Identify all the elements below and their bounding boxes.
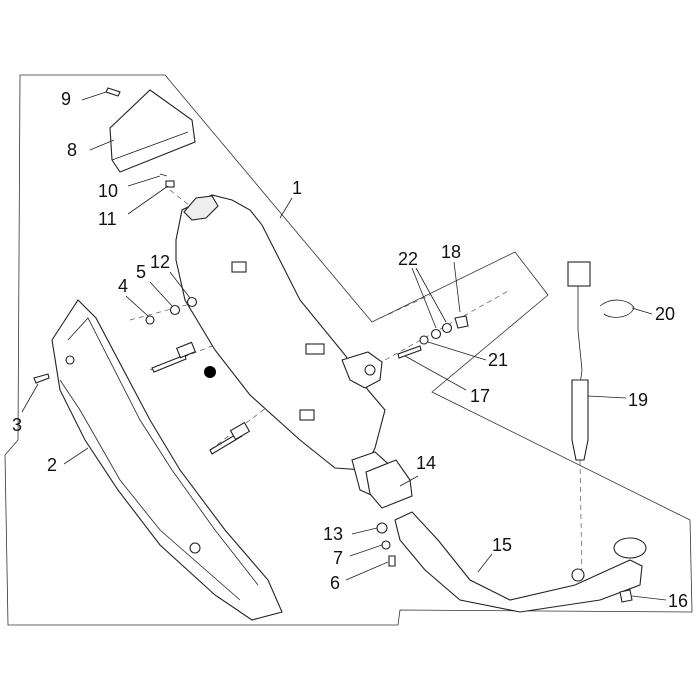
callout-5: 5 [136, 262, 147, 282]
leader-4 [125, 295, 149, 317]
silencer-tab-1 [231, 261, 247, 273]
callout-22: 22 [398, 249, 419, 269]
leader-17 [404, 355, 467, 391]
silencer-top-boss [183, 195, 219, 221]
leader-5 [149, 281, 173, 307]
leader-7 [349, 544, 383, 557]
silencer-bracket [341, 351, 383, 389]
spacer-lower [229, 421, 251, 441]
callout-3: 3 [12, 415, 23, 435]
heat-shield-part [51, 299, 283, 621]
axis-line-mid [371, 294, 431, 323]
leader-11 [127, 185, 169, 215]
end-cap-edge [111, 131, 189, 161]
pipe-sensor-port [571, 568, 585, 582]
pipe-flange [613, 537, 647, 559]
nut-16-part [619, 589, 633, 603]
callout-18: 18 [441, 242, 462, 262]
callout-2: 2 [47, 455, 58, 475]
leader-18 [453, 261, 461, 313]
callout-10: 10 [98, 181, 119, 201]
silencer-marker-dot [204, 366, 216, 378]
screw-3-part [33, 373, 50, 384]
callout-14: 14 [416, 453, 437, 473]
callout-4: 4 [118, 276, 129, 296]
washer-22b-part [441, 322, 453, 334]
callout-11: 11 [98, 209, 117, 229]
silencer-tab-3 [299, 409, 315, 421]
nut-13-part [376, 522, 388, 534]
callout-9: 9 [61, 89, 72, 109]
leader-15 [477, 553, 493, 573]
leader-22a [411, 267, 437, 329]
leader-19 [587, 395, 627, 399]
sensor-connector [567, 261, 591, 287]
spacer-upper [175, 341, 197, 359]
washer-12-part [186, 296, 198, 308]
leader-16 [631, 595, 667, 601]
silencer-tab-2 [305, 343, 325, 355]
assembly-axis-5 [579, 459, 583, 581]
washer-10-part [159, 173, 168, 177]
clip-20-part [599, 299, 635, 318]
leader-8 [89, 139, 115, 151]
leader-14 [399, 475, 419, 487]
washer-22a-part [430, 328, 442, 340]
callout-15: 15 [492, 535, 513, 555]
heat-shield-hole-2 [189, 542, 201, 554]
assembly-axis-4 [384, 289, 511, 361]
callout-20: 20 [655, 304, 676, 324]
leader-9 [81, 91, 107, 101]
end-cap-part [109, 89, 196, 173]
leader-12 [169, 271, 191, 299]
callout-21: 21 [488, 350, 509, 370]
callout-8: 8 [67, 140, 78, 160]
heat-shield-hole-1 [65, 355, 75, 365]
callout-13: 13 [323, 524, 344, 544]
washer-21-part [419, 335, 429, 345]
heat-shield-inner-2 [59, 379, 241, 601]
callout-17: 17 [470, 386, 491, 406]
callout-16: 16 [668, 591, 689, 611]
screw-6-part [388, 555, 396, 567]
leader-22b [415, 267, 447, 323]
callout-12: 12 [150, 252, 171, 272]
leader-10 [127, 175, 161, 187]
leader-20 [631, 307, 653, 315]
washer-7-part [381, 540, 391, 550]
exhaust-pipe-part [394, 511, 643, 613]
washer-4-part [145, 315, 155, 325]
callout-7: 7 [333, 548, 344, 568]
bushing-11-part [165, 180, 175, 188]
screw-17-part [397, 345, 422, 359]
silencer-hole [364, 364, 376, 376]
callout-19: 19 [628, 390, 649, 410]
leader-1 [279, 197, 293, 219]
silencer-body-part [175, 194, 386, 471]
leader-21 [427, 341, 487, 361]
leader-13 [351, 527, 378, 535]
callout-1: 1 [292, 178, 303, 198]
sensor-body [571, 379, 589, 461]
bolt-upper [151, 354, 187, 373]
callout-6: 6 [330, 573, 341, 593]
diagram-frame [4, 74, 693, 626]
washer-5-part [169, 304, 181, 316]
screw-9-part [105, 87, 121, 97]
leader-2 [63, 447, 89, 465]
leader-6 [345, 561, 389, 581]
leader-3 [21, 383, 39, 413]
heat-shield-inner [67, 317, 259, 586]
nut-18-part [454, 315, 469, 329]
clamp-14-part [365, 459, 413, 509]
